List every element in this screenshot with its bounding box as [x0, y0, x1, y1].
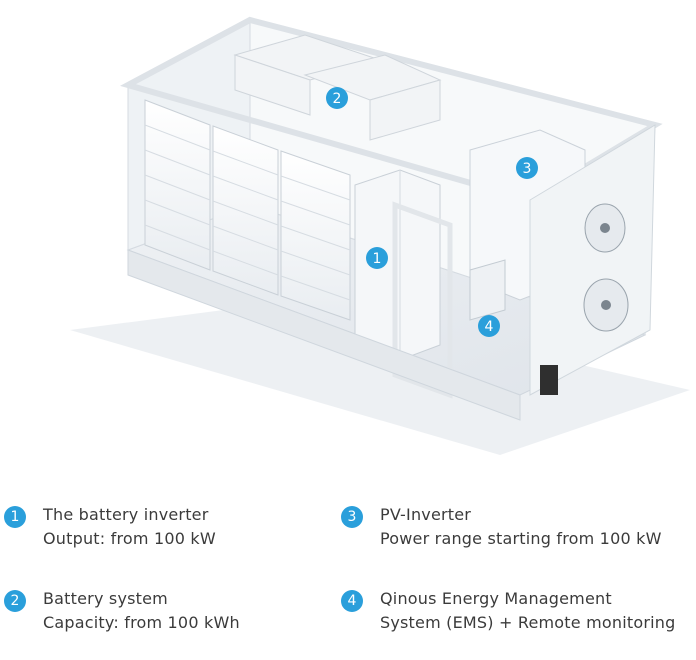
legend-title: PV-Inverter	[380, 505, 472, 524]
electrical-panel	[540, 365, 558, 395]
container-right-wall	[529, 124, 656, 396]
legend-badge: 3	[341, 506, 363, 528]
roof-battery-racks	[233, 34, 442, 141]
legend-badge: 1	[4, 506, 26, 528]
container-door-frame	[392, 201, 453, 399]
marker-battery-system[interactable]: 2	[326, 87, 348, 109]
legend-item-battery-system: 2 Battery system Capacity: from 100 kWh	[4, 587, 344, 635]
legend-detail: Power range starting from 100 kW	[380, 529, 662, 548]
ems-box	[469, 259, 506, 321]
legend-title: Qinous Energy Management	[380, 589, 612, 608]
svg-text:3: 3	[523, 161, 532, 177]
legend-detail: System (EMS) + Remote monitoring	[380, 613, 676, 632]
svg-text:2: 2	[333, 91, 342, 107]
legend-detail: Output: from 100 kW	[43, 529, 216, 548]
container-illustration: 1 2 3 4	[70, 16, 690, 455]
svg-text:1: 1	[373, 251, 382, 267]
cooling-fan-lower	[583, 278, 629, 332]
legend-title: Battery system	[43, 589, 168, 608]
legend-item-battery-inverter: 1 The battery inverter Output: from 100 …	[4, 503, 344, 551]
legend-detail: Capacity: from 100 kWh	[43, 613, 240, 632]
svg-text:4: 4	[485, 319, 494, 335]
legend-badge: 2	[4, 590, 26, 612]
legend-item-pv-inverter: 3 PV-Inverter Power range starting from …	[341, 503, 681, 551]
battery-racks	[144, 99, 351, 321]
marker-ems[interactable]: 4	[478, 315, 500, 337]
marker-pv-inverter[interactable]: 3	[516, 157, 538, 179]
marker-battery-inverter[interactable]: 1	[366, 247, 388, 269]
legend-item-ems: 4 Qinous Energy Management System (EMS) …	[341, 587, 681, 635]
ground-shadow	[70, 300, 690, 455]
cooling-fan-upper	[584, 203, 626, 253]
legend-badge: 4	[341, 590, 363, 612]
legend-title: The battery inverter	[43, 505, 209, 524]
container-base-rail	[127, 249, 521, 421]
